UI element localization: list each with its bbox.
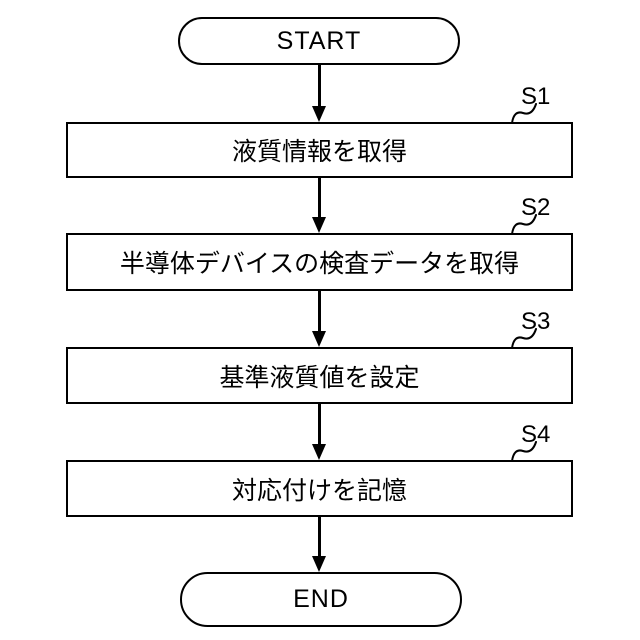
process-label: 対応付けを記憶 [231, 476, 407, 505]
process-box-s2: 半導体デバイスの検査データを取得 [66, 233, 573, 291]
flow-arrow-s2-s3 [312, 290, 326, 347]
leader-squiggle-s4 [511, 441, 537, 462]
start-terminator: START [178, 17, 460, 65]
leader-squiggle-s2 [511, 214, 537, 235]
arrow-head-icon [312, 106, 326, 122]
process-box-s3: 基準液質値を設定 [66, 347, 573, 404]
flow-arrow-start-s1 [312, 65, 326, 122]
end-label: END [293, 585, 349, 613]
process-box-s4: 対応付けを記憶 [66, 460, 573, 517]
flow-arrow-s3-s4 [312, 404, 326, 460]
arrow-head-icon [312, 331, 326, 347]
process-label: 基準液質値を設定 [219, 363, 420, 392]
arrow-stem [317, 290, 321, 334]
process-label: 半導体デバイスの検査データを取得 [119, 250, 520, 278]
arrow-stem [317, 517, 321, 559]
start-label: START [276, 26, 362, 55]
arrow-head-icon [312, 556, 326, 572]
arrow-head-icon [312, 444, 326, 460]
flow-arrow-s4-end [312, 517, 326, 572]
arrow-stem [317, 65, 321, 109]
flow-arrow-s1-s2 [312, 178, 326, 233]
leader-squiggle-s1 [511, 103, 537, 124]
leader-squiggle-s3 [511, 328, 537, 349]
process-label: 液質情報を取得 [231, 138, 407, 166]
process-box-s1: 液質情報を取得 [66, 122, 573, 178]
arrow-head-icon [312, 217, 326, 233]
arrow-stem [317, 178, 321, 220]
arrow-stem [317, 404, 321, 447]
end-terminator: END [180, 572, 462, 627]
